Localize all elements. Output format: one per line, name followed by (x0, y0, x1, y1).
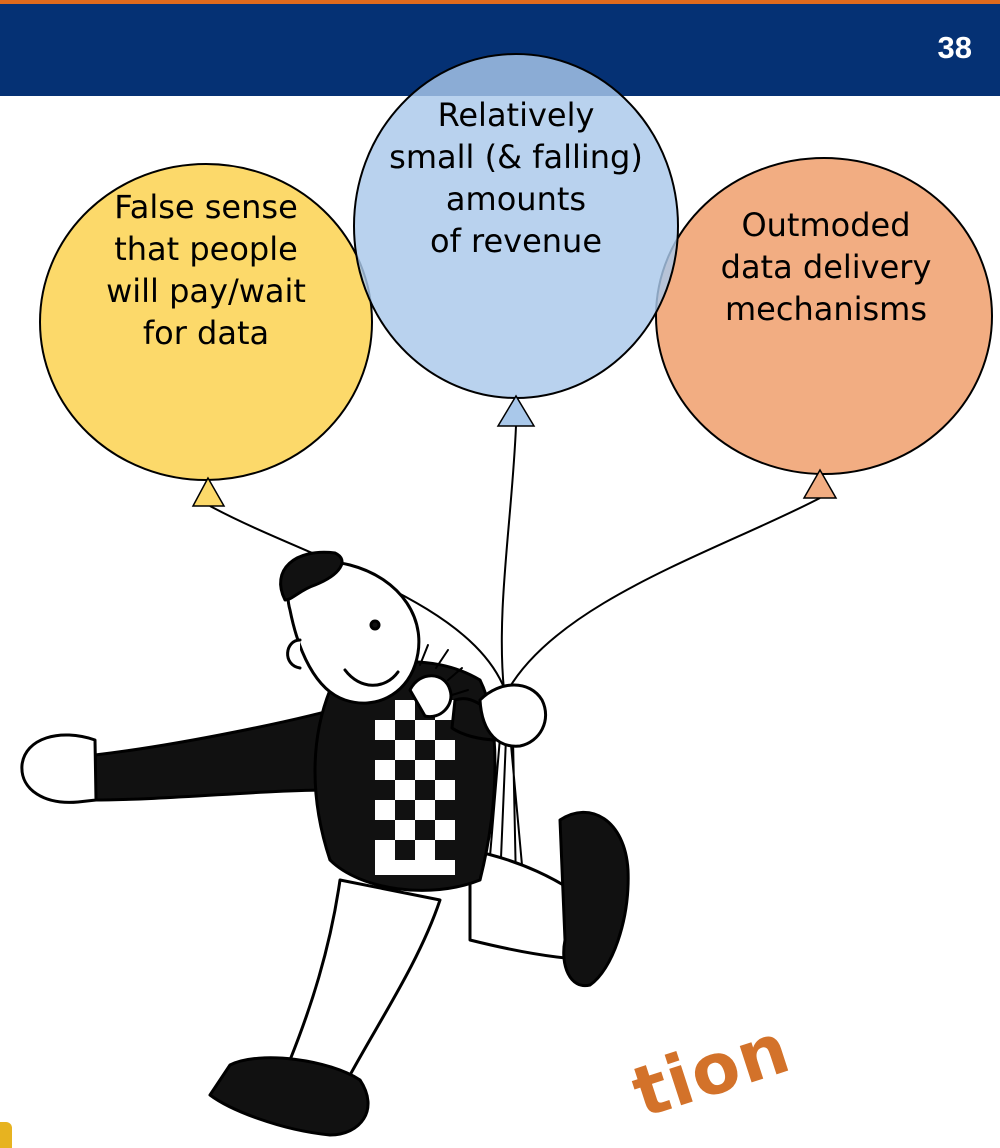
balloon-right (655, 157, 993, 499)
balloon-left-line: for data (142, 314, 270, 352)
back-hand (20, 733, 98, 804)
balloon-right-knot (802, 468, 838, 499)
ear (286, 638, 302, 670)
header-accent-stripe (0, 0, 1000, 4)
balloon-middle-line: small (& falling) (389, 138, 643, 176)
balloon-middle-line: of revenue (429, 222, 603, 260)
balloon-right-line: mechanisms (724, 290, 928, 328)
balloon-right-line: data delivery (720, 248, 932, 286)
front-shoe (558, 810, 630, 988)
smile (343, 668, 400, 687)
balloon-middle-knot (496, 394, 536, 427)
raised-hand (408, 674, 453, 719)
balloon-middle-line: Relatively (437, 96, 595, 134)
balloon-right-line: Outmoded (741, 206, 911, 244)
string-right (507, 497, 821, 691)
balloon-left-line: that people (114, 230, 298, 268)
balloon-right-body (655, 157, 993, 475)
balloon-strings (209, 425, 821, 885)
balloon-left-line: will pay/wait (106, 272, 306, 310)
snap-lines (419, 644, 469, 696)
corner-logo-fragment (0, 1122, 12, 1148)
string-middle (500, 425, 517, 691)
balloon-right-text: Outmoded data delivery mechanisms (676, 204, 976, 330)
back-arm (90, 703, 352, 802)
balloon-left-text: False sense that people will pay/wait fo… (66, 186, 346, 354)
back-leg (288, 878, 442, 1077)
balloon-left-body (39, 163, 373, 481)
balloon-left-line: False sense (114, 188, 298, 226)
balloon-middle-line: amounts (445, 180, 587, 218)
back-shoe (208, 1056, 370, 1137)
balloon-left-knot (191, 476, 226, 507)
eye (369, 619, 381, 631)
balloon-middle-text: Relatively small (& falling) amounts of … (356, 94, 676, 262)
page-number: 38 (937, 30, 972, 65)
hair (279, 550, 344, 602)
balloon-left (39, 163, 373, 507)
balloon-middle (353, 53, 679, 427)
dancing-man-illustration (20, 550, 630, 1137)
front-fist (478, 683, 548, 748)
checkered-vest (375, 700, 455, 875)
